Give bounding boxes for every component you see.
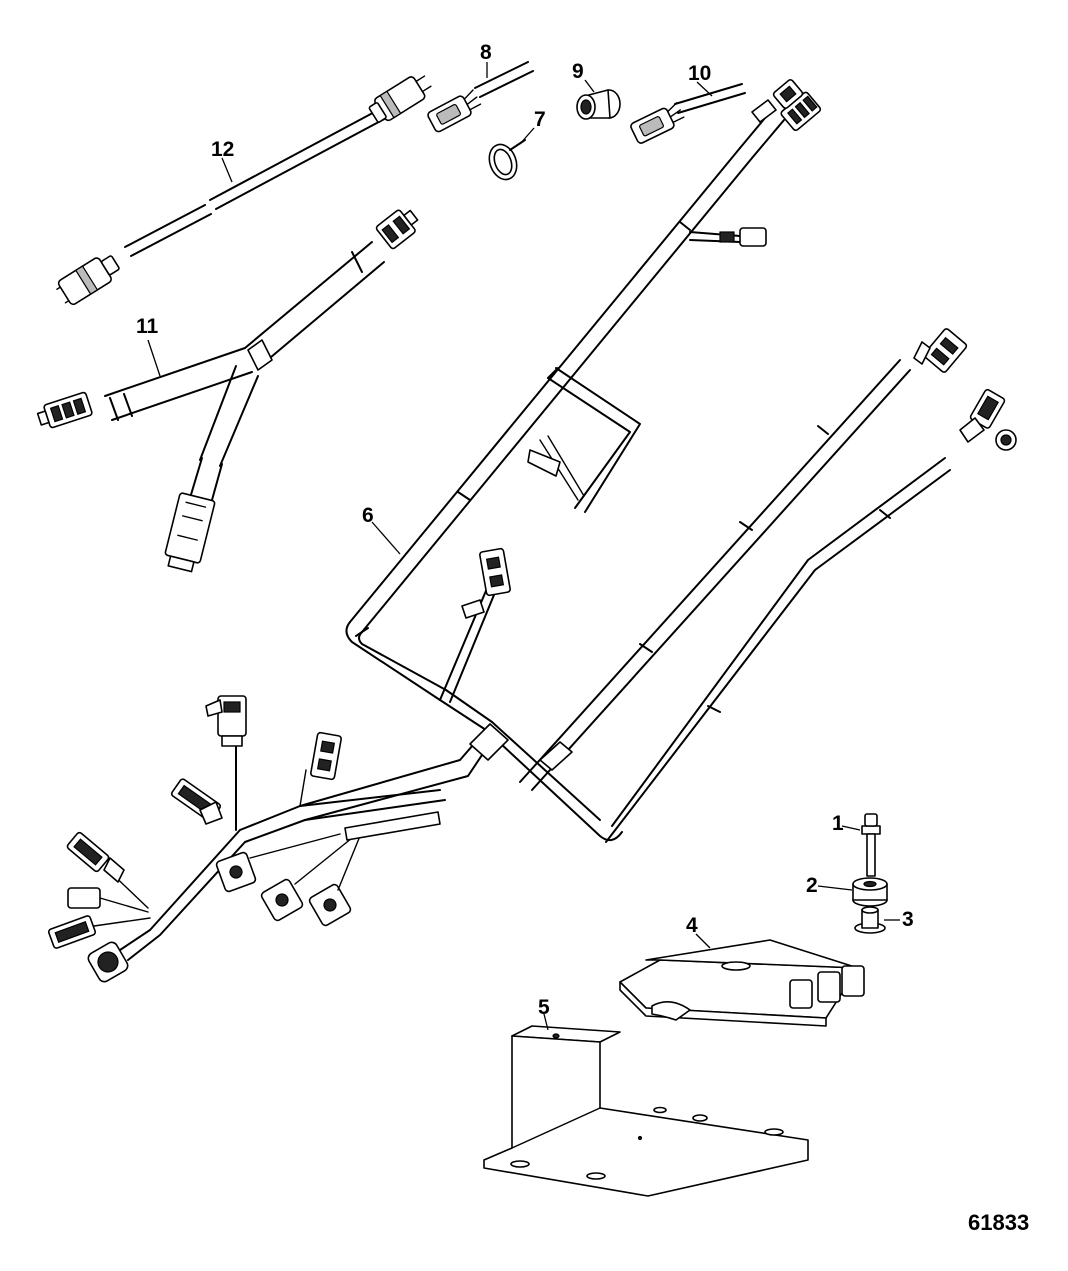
part-11-y-harness — [36, 209, 419, 573]
callout-10: 10 — [688, 62, 711, 85]
figure-number: 61833 — [968, 1210, 1029, 1235]
part-5-bracket — [483, 1025, 809, 1197]
part-6-main-harness — [239, 79, 1017, 843]
callout-8: 8 — [480, 41, 492, 64]
callout-labels: 8 7 9 10 12 11 6 1 2 3 4 5 — [136, 41, 914, 1019]
callout-2: 2 — [806, 874, 818, 897]
callout-6: 6 — [362, 504, 374, 527]
callout-3: 3 — [902, 908, 914, 931]
part-7-cable-tie — [488, 139, 526, 181]
part-8-pigtail-connector — [427, 61, 534, 133]
callout-4: 4 — [686, 914, 698, 937]
callout-11: 11 — [136, 315, 159, 338]
part-4-ecm-module — [619, 939, 865, 1027]
part-1-bolt — [861, 813, 881, 877]
callout-7: 7 — [534, 108, 546, 131]
callout-1: 1 — [832, 812, 844, 835]
part-3-sleeve — [854, 906, 886, 934]
part-10-pigtail-connector — [630, 83, 746, 144]
part-2-grommet — [852, 877, 888, 907]
callout-12: 12 — [211, 138, 234, 161]
callout-9: 9 — [572, 60, 584, 83]
part-9-cap-plug — [576, 89, 621, 120]
part-6-lower-left-connectors — [47, 695, 446, 983]
part-12-extension-cable — [56, 75, 432, 306]
callout-5: 5 — [538, 996, 550, 1019]
leader-lines — [147, 62, 900, 1031]
